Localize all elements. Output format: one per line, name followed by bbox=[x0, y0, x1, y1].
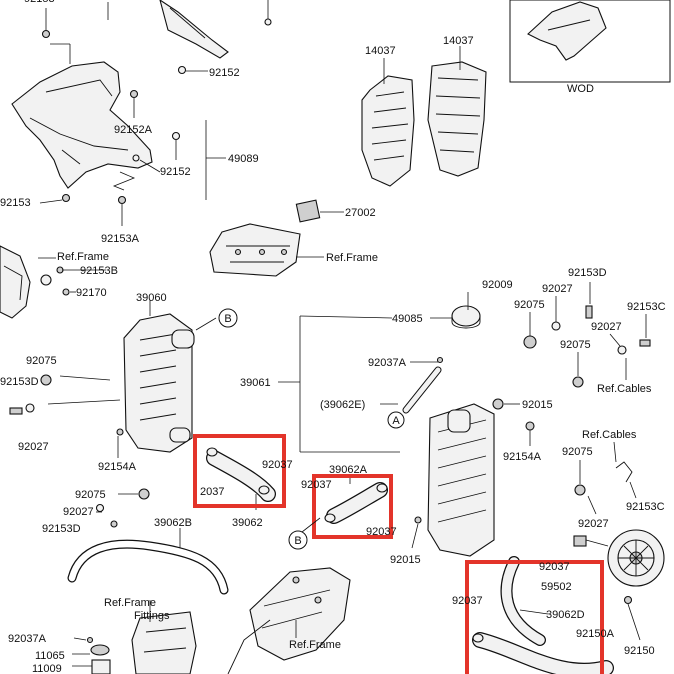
cooling-fan bbox=[573, 529, 665, 641]
radiator-shroud-upper bbox=[41, 0, 272, 75]
label-92015-b: 92015 bbox=[390, 554, 421, 566]
label-14037-b: 14037 bbox=[443, 35, 474, 47]
label-92153-top: 92153 bbox=[24, 0, 55, 5]
label-92075-l2: 92075 bbox=[75, 489, 106, 501]
label-14037-a: 14037 bbox=[365, 45, 396, 57]
label-39062E: (39062E) bbox=[320, 399, 365, 411]
callout-b-1: B bbox=[224, 313, 231, 325]
label-49085: 49085 bbox=[392, 313, 423, 325]
label-92153D-l2: 92153D bbox=[42, 523, 81, 535]
wod-inset bbox=[509, 0, 671, 83]
label-92150A: 92150A bbox=[576, 628, 615, 640]
label-39061: 39061 bbox=[240, 377, 271, 389]
label-49089: 49089 bbox=[228, 153, 259, 165]
hose-39062D bbox=[472, 556, 614, 674]
label-92154A-l: 92154A bbox=[98, 461, 137, 473]
radiator-cap-area bbox=[278, 305, 481, 453]
label-ref-cables-1: Ref.Cables bbox=[597, 383, 652, 395]
hose-39062 bbox=[206, 447, 276, 510]
label-wod: WOD bbox=[567, 83, 594, 95]
highlight-box-2 bbox=[312, 474, 393, 539]
label-92027-r3: 92027 bbox=[578, 518, 609, 530]
left-hardware bbox=[9, 374, 150, 528]
label-92153B: 92153B bbox=[80, 265, 118, 277]
label-92170: 92170 bbox=[76, 287, 107, 299]
label-92152b: 92152 bbox=[160, 166, 191, 178]
label-92075-r1: 92075 bbox=[514, 299, 545, 311]
label-92153A: 92153A bbox=[101, 233, 140, 245]
label-92154A-r: 92154A bbox=[503, 451, 542, 463]
callout-a: A bbox=[392, 415, 400, 427]
label-ref-frame-4: Ref.Frame bbox=[289, 639, 341, 651]
label-92027-l: 92027 bbox=[18, 441, 49, 453]
hose-39062B bbox=[67, 517, 321, 595]
bottom-left-frame bbox=[72, 600, 197, 674]
highlight-box-1 bbox=[193, 434, 286, 508]
label-39062A: 39062A bbox=[329, 464, 368, 476]
label-92153C-r2: 92153C bbox=[626, 501, 665, 513]
right-hardware bbox=[523, 282, 651, 515]
label-11009: 11009 bbox=[32, 663, 62, 674]
bolt-icon bbox=[177, 65, 187, 75]
label-92152: 92152 bbox=[209, 67, 240, 79]
radiator-shroud-left bbox=[11, 61, 226, 226]
label-2037-hl1: 2037 bbox=[200, 486, 224, 498]
label-92075-r3: 92075 bbox=[562, 446, 593, 458]
label-92009: 92009 bbox=[482, 279, 513, 291]
label-92037A-mid: 92037A bbox=[368, 357, 407, 369]
left-frame-section bbox=[0, 245, 106, 319]
highlight-box-3 bbox=[465, 560, 604, 674]
label-ref-frame-1: Ref.Frame bbox=[57, 251, 109, 263]
label-11065: 11065 bbox=[35, 650, 65, 662]
label-39062B: 39062B bbox=[154, 517, 192, 529]
bolt-icon bbox=[41, 29, 51, 39]
label-92037-hl2: 92037 bbox=[301, 479, 332, 491]
label-39060: 39060 bbox=[136, 292, 167, 304]
label-59502: 59502 bbox=[541, 581, 572, 593]
label-92153C-r1: 92153C bbox=[627, 301, 666, 313]
label-ref-frame-2: Ref.Frame bbox=[326, 252, 378, 264]
side-cover-pair bbox=[361, 46, 487, 187]
label-92153D-right: 92153D bbox=[568, 267, 607, 279]
label-92027-l2: 92027 bbox=[63, 506, 94, 518]
label-92037A-b: 92037A bbox=[8, 633, 47, 645]
label-ref-frame-3: Ref.Frame bbox=[104, 597, 156, 609]
label-92037-hl1: 92037 bbox=[262, 459, 293, 471]
label-ref-cables-2: Ref.Cables bbox=[582, 429, 637, 441]
radiator-left bbox=[116, 300, 238, 453]
label-92153D-left: 92153D bbox=[0, 376, 39, 388]
bottom-center-frame bbox=[227, 567, 351, 674]
label-92015-r: 92015 bbox=[522, 399, 553, 411]
label-92153-left: 92153 bbox=[0, 197, 31, 209]
label-39062D: 39062D bbox=[546, 609, 585, 621]
callout-b-2: B bbox=[294, 535, 301, 547]
bracket-27002 bbox=[209, 199, 344, 277]
label-92037-hl2b: 92037 bbox=[366, 526, 397, 538]
label-27002: 27002 bbox=[345, 207, 376, 219]
label-92037-b: 92037 bbox=[539, 561, 570, 573]
label-92037-b2: 92037 bbox=[452, 595, 483, 607]
label-39062: 39062 bbox=[232, 517, 263, 529]
label-92075-l1: 92075 bbox=[26, 355, 57, 367]
label-92152A: 92152A bbox=[114, 124, 153, 136]
label-92150: 92150 bbox=[624, 645, 655, 657]
label-92075-r2: 92075 bbox=[560, 339, 591, 351]
label-92027-r1: 92027 bbox=[542, 283, 573, 295]
hose-39062A bbox=[324, 474, 388, 524]
radiator-right bbox=[411, 292, 535, 557]
label-fittings: Fittings bbox=[134, 610, 170, 622]
label-92027-r2: 92027 bbox=[591, 321, 622, 333]
